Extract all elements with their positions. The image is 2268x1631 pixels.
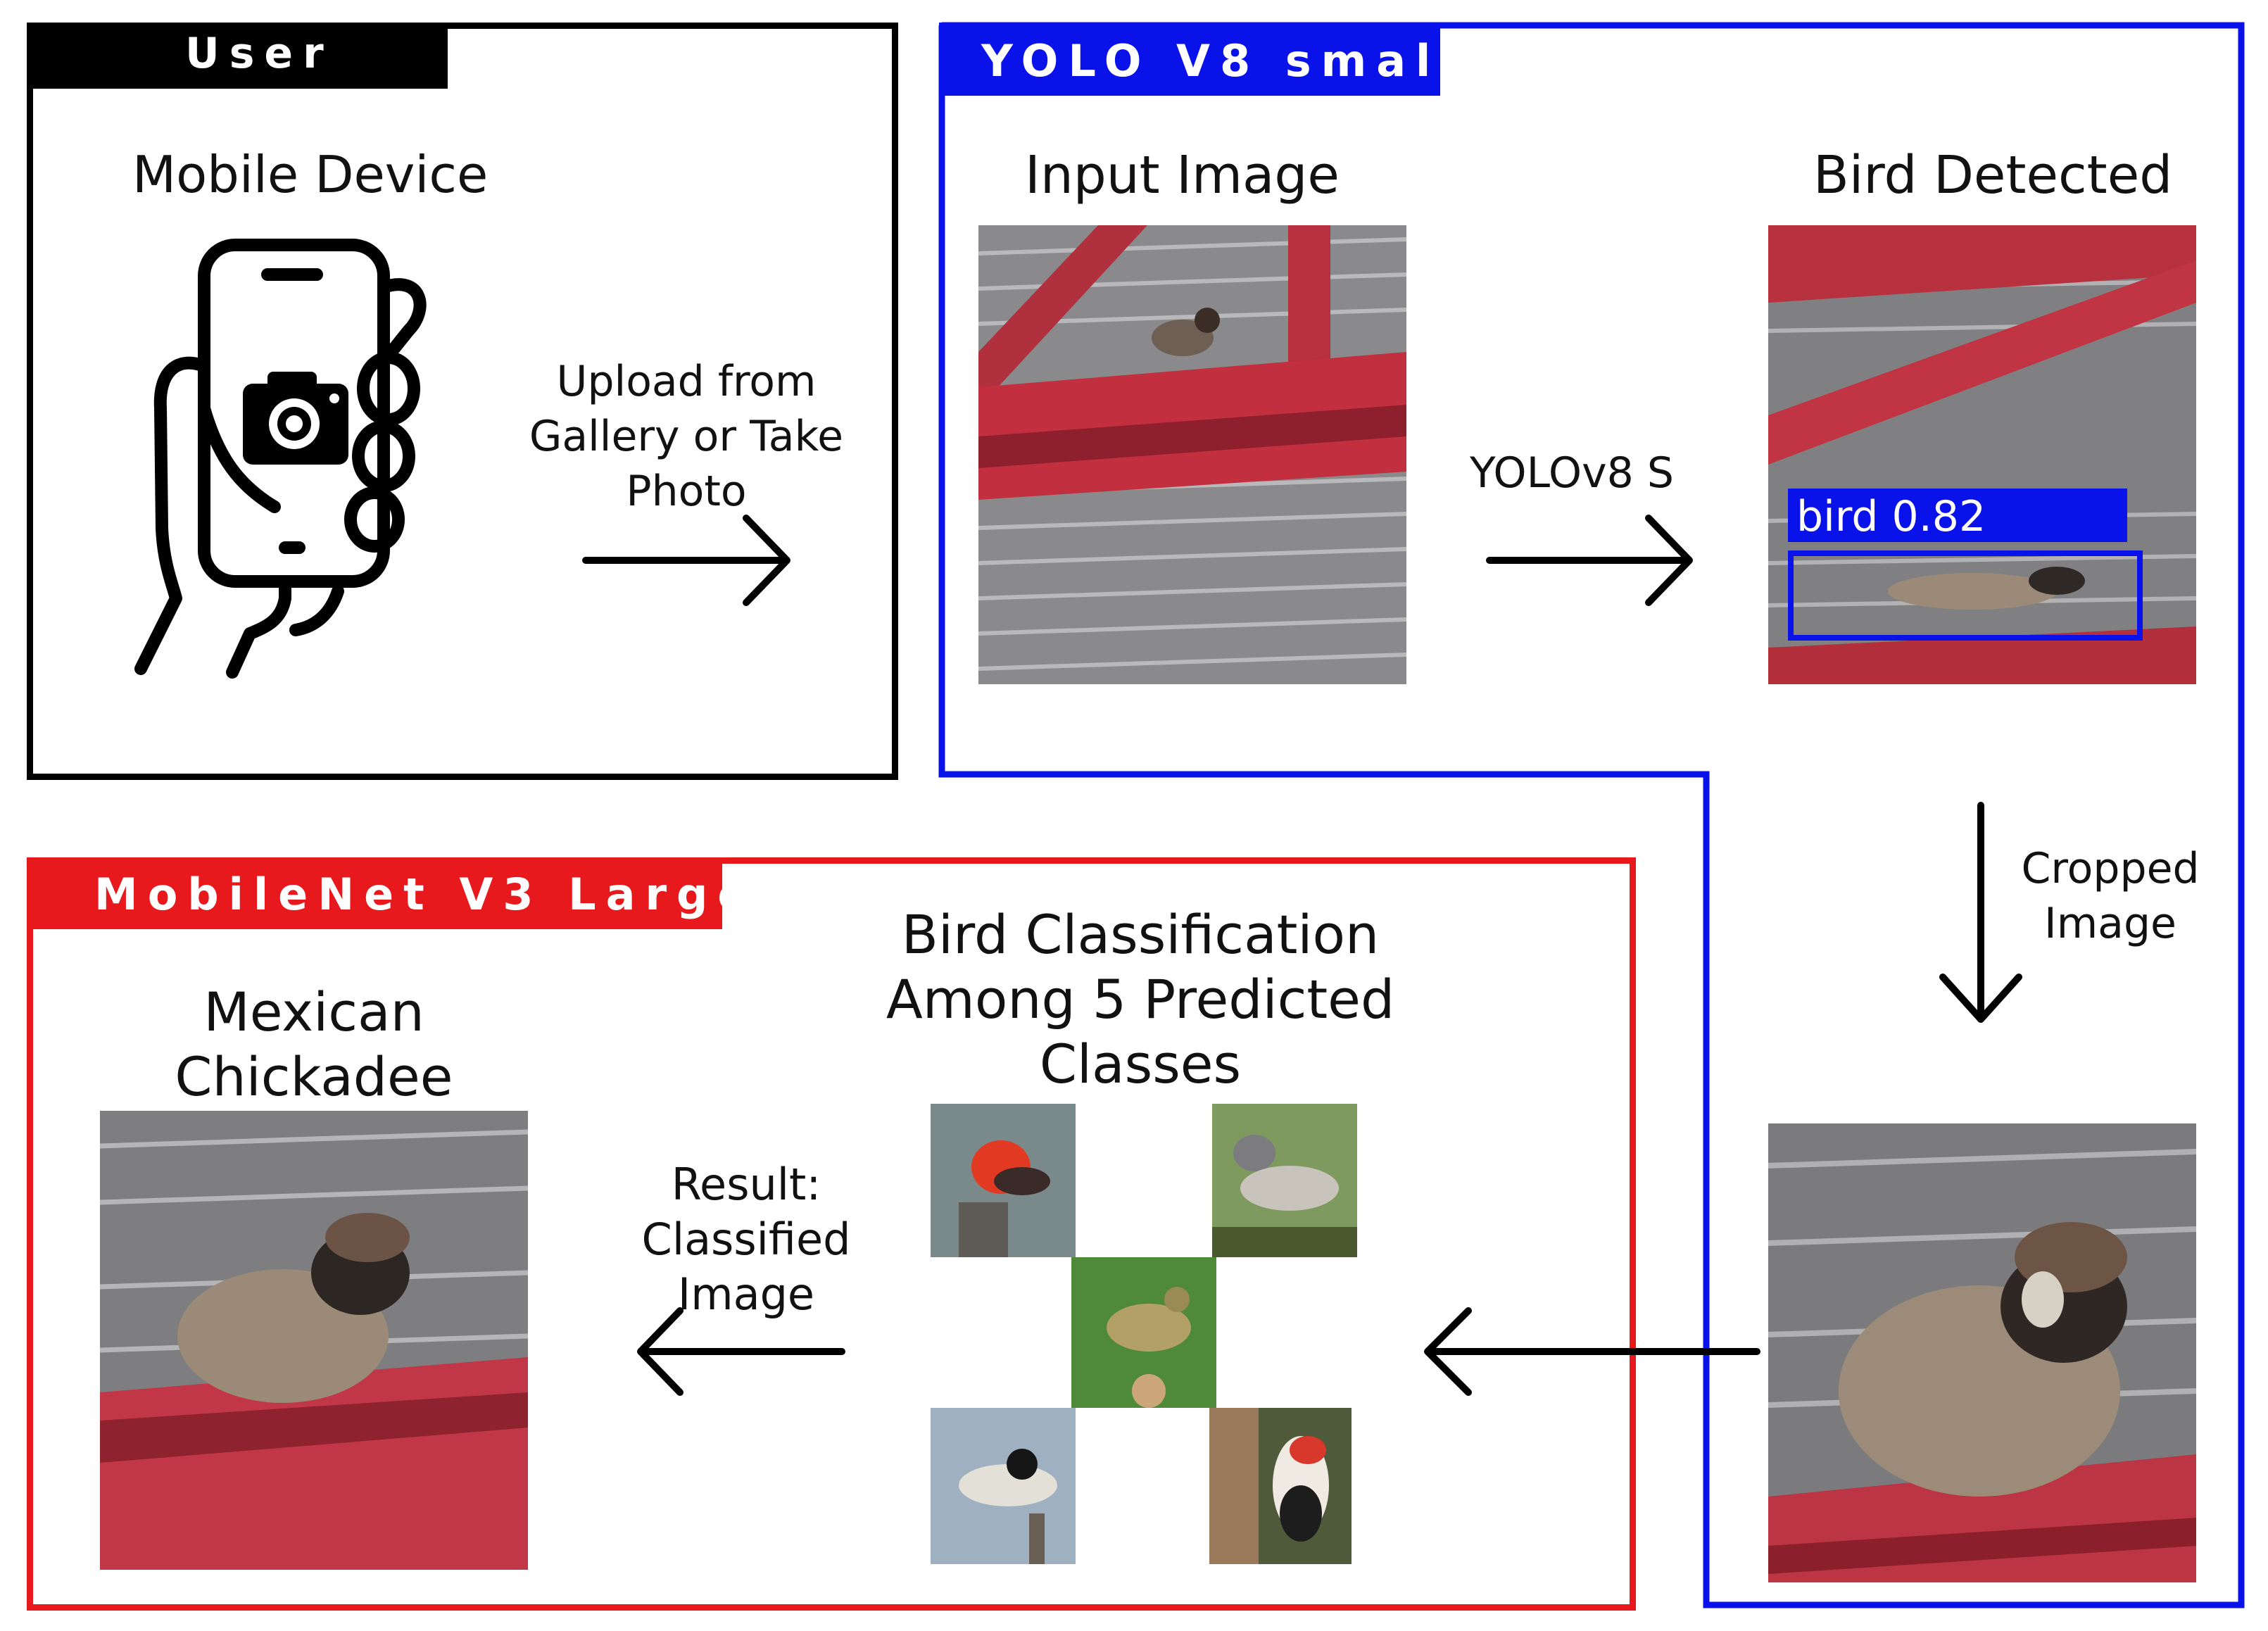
bird-detected-label: Bird Detected	[1813, 145, 2173, 206]
yolo-tab: YOLO V8 small	[939, 23, 1456, 96]
hand-holding-phone-icon	[134, 239, 427, 679]
yolo-tab-label: YOLO V8 small	[981, 35, 1466, 87]
classification-label-line1: Bird Classification	[901, 903, 1380, 966]
input-image-label: Input Image	[1025, 145, 1340, 206]
upload-label-line1: Upload from	[556, 357, 817, 406]
classified-result-photo	[100, 1111, 528, 1570]
result-label-line1: Result:	[671, 1159, 821, 1210]
cropped-image-photo	[1768, 1123, 2196, 1582]
detection-bounding-box	[1788, 550, 2143, 641]
mobile-device-label: Mobile Device	[132, 145, 489, 204]
mexican-label-line2: Chickadee	[175, 1045, 453, 1108]
cropped-label-line1: Cropped	[2021, 844, 2200, 893]
upload-label-line3: Photo	[626, 467, 747, 516]
candidate-bird-woodpecker	[1209, 1408, 1352, 1564]
yolov8s-label: YOLOv8 S	[1470, 448, 1674, 498]
classification-label-line2: Among 5 Predicted	[886, 968, 1395, 1031]
mobilenet-tab-label: MobileNet V3 Large	[94, 869, 757, 920]
mexican-label-line1: Mexican	[203, 981, 424, 1043]
user-section	[27, 23, 898, 780]
candidate-bird-finch	[1071, 1257, 1216, 1408]
mobilenet-tab: MobileNet V3 Large	[27, 857, 747, 929]
candidate-bird-chickadee	[931, 1408, 1076, 1564]
candidate-bird-vermilion	[931, 1104, 1076, 1257]
candidate-bird-flycatcher	[1212, 1104, 1357, 1257]
arrow-right-icon	[1486, 515, 1693, 606]
classification-label-line3: Classes	[1039, 1033, 1242, 1095]
upload-label-line2: Gallery or Take	[529, 412, 844, 461]
result-label-line3: Image	[677, 1268, 815, 1320]
detection-label: bird 0.82	[1796, 492, 1986, 541]
input-image-photo	[978, 225, 1406, 684]
result-label-line2: Classified	[641, 1214, 851, 1265]
detection-label-box: bird 0.82	[1788, 489, 2127, 542]
user-tab: User	[27, 23, 448, 89]
user-tab-label: User	[185, 29, 334, 78]
cropped-label-line2: Image	[2044, 899, 2176, 948]
